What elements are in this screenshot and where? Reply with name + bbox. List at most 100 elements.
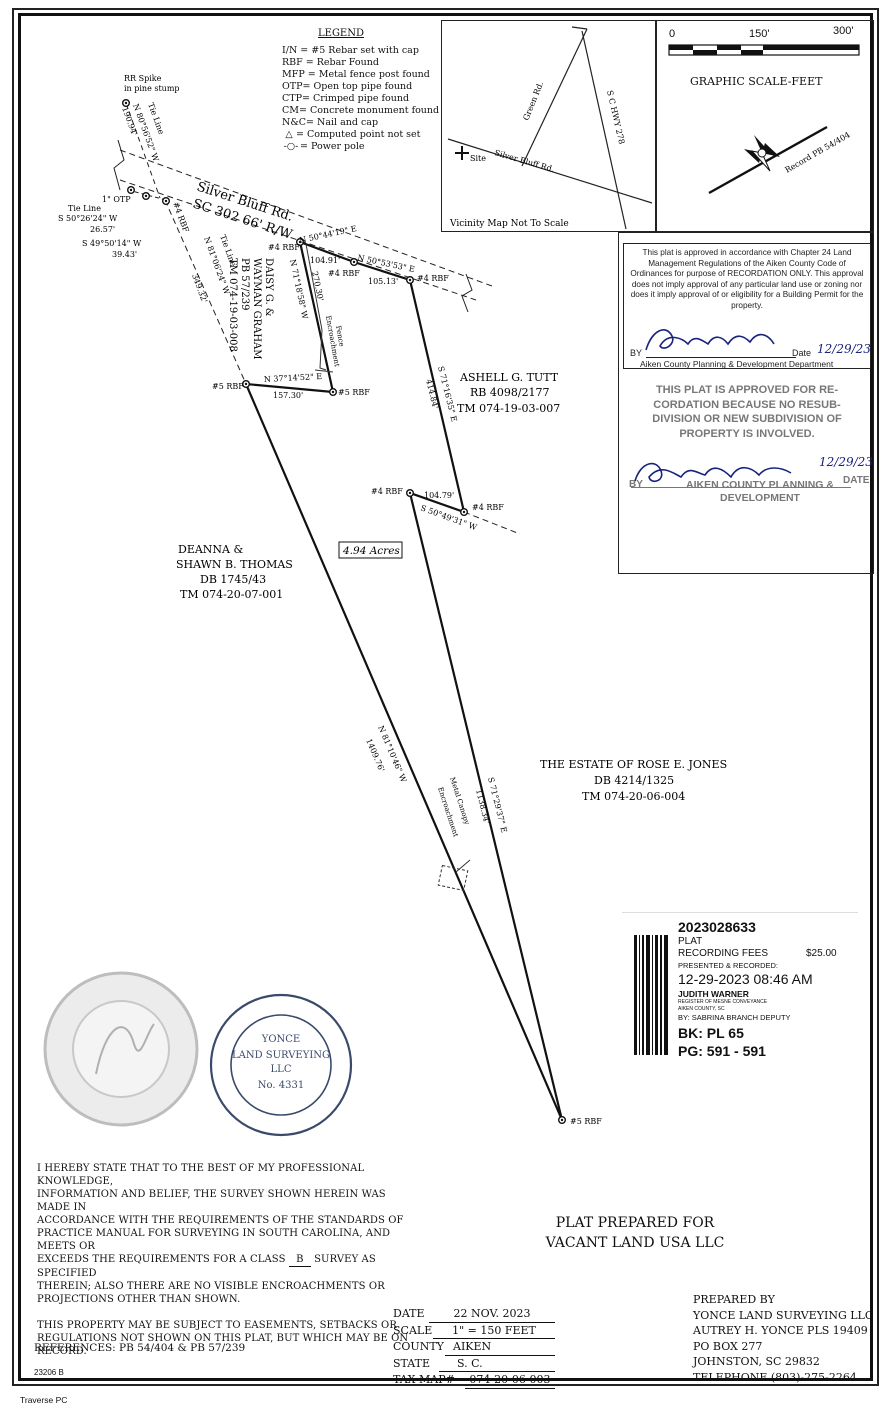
bearing-label: N 50°53'53" E — [357, 253, 416, 274]
triangle-icon: △ — [285, 129, 293, 140]
rebar-label: #4 RBF — [371, 487, 403, 496]
date-label: DATE — [393, 1307, 425, 1320]
distance-label: 39.43' — [112, 250, 137, 259]
legend-item: RBF = Rebar Found — [282, 57, 379, 68]
tie-line-label: Tie Line — [68, 204, 101, 213]
recording-title: REGISTER OF MESNE CONVEYANCE — [678, 999, 768, 1005]
rebar-label: #4 RBF — [417, 274, 449, 283]
approval-text-1: This plat is approved in accordance with… — [630, 248, 864, 310]
prepared-line: PO BOX 277 — [693, 1339, 763, 1353]
bearing-label: N 50°44'19" E — [299, 224, 358, 245]
owner-label: DEANNA & — [178, 543, 243, 556]
approval-dept-2: AIKEN COUNTY PLANNING & DEVELOPMENT — [686, 479, 834, 504]
scale-label: GRAPHIC SCALE-FEET — [690, 75, 823, 88]
seal-line: LLC — [271, 1064, 292, 1075]
fence-label: Fence — [334, 325, 346, 347]
owner-label: PB 57/239 — [239, 258, 250, 310]
statement-line: EXCEEDS THE REQUIREMENTS FOR A CLASS B S… — [37, 1254, 376, 1279]
bearing-label: S 71°16'35" E — [436, 365, 459, 422]
barcode-icon — [634, 935, 668, 1055]
legend: LEGEND I/N = #5 Rebar set with cap RBF =… — [282, 28, 442, 153]
references: REFERENCES: PB 54/404 & PB 57/239 — [34, 1342, 246, 1354]
footer-label: Traverse PC — [20, 1395, 68, 1405]
graphic-scale-bar — [668, 44, 860, 56]
scale-end: 300' — [833, 25, 854, 37]
owner-label: DB 4214/1325 — [594, 774, 674, 787]
boundary-west — [244, 241, 564, 1121]
statement-line: THEREIN; ALSO THERE ARE NO VISIBLE ENCRO… — [37, 1281, 385, 1292]
boundary-extension — [463, 511, 521, 535]
scale-box: 0 150' 300' GRAPHIC SCALE-FEET Record PB… — [656, 20, 874, 232]
company-seal: YONCE LAND SURVEYING LLC No. 4331 — [209, 993, 353, 1137]
recording-name: JUDITH WARNER — [678, 989, 749, 999]
prepared-line: JOHNSTON, SC 29832 — [693, 1355, 820, 1368]
recording-type: PLAT — [678, 936, 703, 947]
plat-title-line: VACANT LAND USA LLC — [545, 1235, 725, 1251]
statement-line: REGULATIONS NOT SHOWN ON THIS PLAT, BUT … — [37, 1333, 409, 1344]
distance-label: 349.32' — [190, 273, 209, 304]
seal-line: YONCE — [261, 1034, 301, 1045]
vicinity-caption: Vicinity Map Not To Scale — [449, 219, 569, 229]
legend-item: = Computed point not set — [296, 129, 421, 140]
approval-box: This plat is approved in accordance with… — [618, 232, 874, 574]
road-edge-north — [119, 149, 493, 287]
site-marker-icon — [455, 146, 469, 160]
statement-line: PRACTICE MANUAL FOR SURVEYING IN SOUTH C… — [37, 1228, 391, 1252]
recording-book: BK: PL 65 — [678, 1025, 744, 1041]
legend-item: MFP = Metal fence post found — [282, 69, 430, 80]
owner-label: TM 074-19-03-008 — [227, 258, 238, 352]
bearing-label: S 49°50'14" W — [82, 239, 142, 248]
statement-line: INFORMATION AND BELIEF, THE SURVEY SHOWN… — [37, 1189, 386, 1213]
approval-date-2: 12/29/23 — [819, 455, 873, 469]
owner-label: SHAWN B. THOMAS — [176, 558, 293, 571]
power-pole-icon: -○- — [283, 141, 299, 152]
state-value: S. C. — [439, 1356, 555, 1372]
road-break-west — [113, 139, 125, 191]
owner-label: THE ESTATE OF ROSE E. JONES — [540, 758, 727, 771]
tie-line-north — [125, 102, 161, 199]
rebar-label: #5 RBF — [338, 388, 370, 397]
bearing-label: N 81°10'46" W — [376, 724, 408, 784]
legend-item: = Power pole — [300, 141, 365, 152]
approval-date-label: Date — [792, 348, 812, 358]
prepared-line: YONCE LAND SURVEYING LLC — [693, 1308, 874, 1322]
owner-label: ASHELL G. TUTT — [459, 371, 559, 384]
statement-line: ACCORDANCE WITH THE REQUIREMENTS OF THE … — [37, 1215, 404, 1226]
vicinity-map: Green Rd. S C HWY 278 Site Silver Bluff … — [441, 20, 656, 232]
county-label: COUNTY — [393, 1340, 444, 1353]
legend-item: OTP= Open top pipe found — [282, 81, 413, 92]
approval-text-2: THIS PLAT IS APPROVED FOR RE-CORDATION B… — [652, 384, 842, 440]
info-block: DATE 22 NOV. 2023 SCALE 1" = 150 FEET CO… — [393, 1306, 568, 1389]
approval-by-label: BY — [630, 348, 643, 358]
distance-label: 105.13' — [368, 277, 398, 286]
prepared-line: TELEPHONE (803)-275-2264 — [693, 1370, 857, 1384]
road-edge-south — [119, 179, 477, 301]
surveyor-statement: I HEREBY STATE THAT TO THE BEST OF MY PR… — [37, 1162, 417, 1358]
recording-presented: PRESENTED & RECORDED: — [678, 961, 779, 970]
bearing-label: S 50°26'24" W — [58, 214, 118, 223]
rebar-label: #5 RBF — [212, 382, 244, 391]
legend-item: CTP= Crimped pipe found — [282, 93, 410, 104]
statement-line: THIS PROPERTY MAY BE SUBJECT TO EASEMENT… — [37, 1320, 397, 1331]
plat-title: PLAT PREPARED FOR VACANT LAND USA LLC — [530, 1213, 740, 1253]
signature-1 — [645, 329, 775, 351]
approval-stamp-1: This plat is approved in accordance with… — [623, 243, 871, 369]
recording-county: AIKEN COUNTY, SC — [678, 1006, 725, 1012]
scale-label-field: SCALE — [393, 1323, 433, 1337]
boundary-north-east — [299, 240, 466, 513]
distance-label: 104.91' — [310, 256, 340, 265]
recording-fees-label: RECORDING FEES — [678, 948, 769, 959]
recording-deputy: BY: SABRINA BRANCH DEPUTY — [678, 1013, 791, 1022]
distance-label: 26.57' — [90, 225, 115, 234]
approval-dept: Aiken County Planning & Development Depa… — [640, 359, 834, 369]
legend-item: I/N = #5 Rebar set with cap — [282, 45, 419, 56]
county-value: AIKEN — [445, 1339, 555, 1356]
state-label: STATE — [393, 1356, 430, 1370]
acreage: 4.94 Acres — [342, 545, 400, 557]
otp-label: 1" OTP — [102, 195, 131, 204]
distance-label: 414.84' — [424, 378, 440, 409]
signature-2 — [634, 462, 792, 483]
recording-number: 2023028633 — [678, 919, 756, 935]
seal-line: LAND SURVEYING — [232, 1050, 330, 1061]
